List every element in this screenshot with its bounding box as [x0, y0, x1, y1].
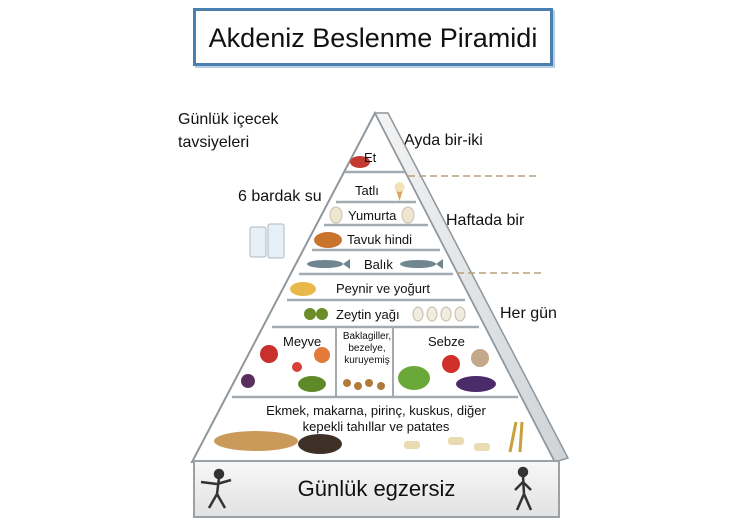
title-box: Akdeniz Beslenme Piramidi [193, 8, 553, 66]
level-vegetables: Sebze [428, 334, 465, 349]
garlic-icon [412, 306, 466, 322]
frequency-monthly: Ayda bir-iki [404, 132, 483, 149]
vegetable-icons [398, 349, 496, 392]
fish-icon-2 [400, 259, 443, 269]
legume-icons [343, 379, 385, 390]
olives-icon [304, 308, 328, 320]
level-grains: Ekmek, makarna, pirinç, kuskus, diğer ke… [266, 403, 486, 434]
level-sweets: Tatlı [355, 183, 379, 198]
bread-icon [214, 431, 342, 454]
walker-icon [514, 466, 533, 511]
level-dairy: Peynir ve yoğurt [336, 281, 430, 296]
fruit-icons [241, 345, 330, 392]
egg-icon [329, 206, 343, 224]
frequency-weekly: Haftada bir [446, 212, 525, 229]
egg-icon-2 [401, 206, 415, 224]
exercise-base: Günlük egzersiz [193, 460, 560, 518]
frequency-daily: Her gün [500, 305, 557, 322]
exercise-figures [200, 466, 533, 511]
page-title: Akdeniz Beslenme Piramidi [208, 23, 538, 53]
ice-cream-icon [394, 182, 405, 201]
meat-icon [350, 156, 370, 168]
runner-icon [200, 468, 232, 509]
water-glass-icon [249, 223, 285, 259]
level-olive-oil: Zeytin yağı [336, 307, 400, 322]
cheese-icon [290, 282, 316, 296]
pasta-icon [404, 437, 490, 451]
chicken-icon [314, 232, 342, 248]
level-legumes: Baklagiller, bezelye, kuruyemiş [342, 331, 392, 366]
wheat-icon [508, 421, 524, 453]
water-label: 6 bardak su [238, 188, 322, 205]
pyramid-side [373, 112, 570, 463]
level-meat: Et [364, 150, 377, 165]
exercise-label: Günlük egzersiz [297, 476, 456, 501]
level-eggs: Yumurta [348, 208, 397, 223]
drinks-label: Günlük içecek tavsiyeleri [178, 111, 279, 151]
level-fruit: Meyve [283, 334, 322, 349]
fish-icon [307, 259, 350, 269]
level-poultry: Tavuk hindi [347, 232, 413, 247]
level-fish: Balık [364, 257, 393, 272]
